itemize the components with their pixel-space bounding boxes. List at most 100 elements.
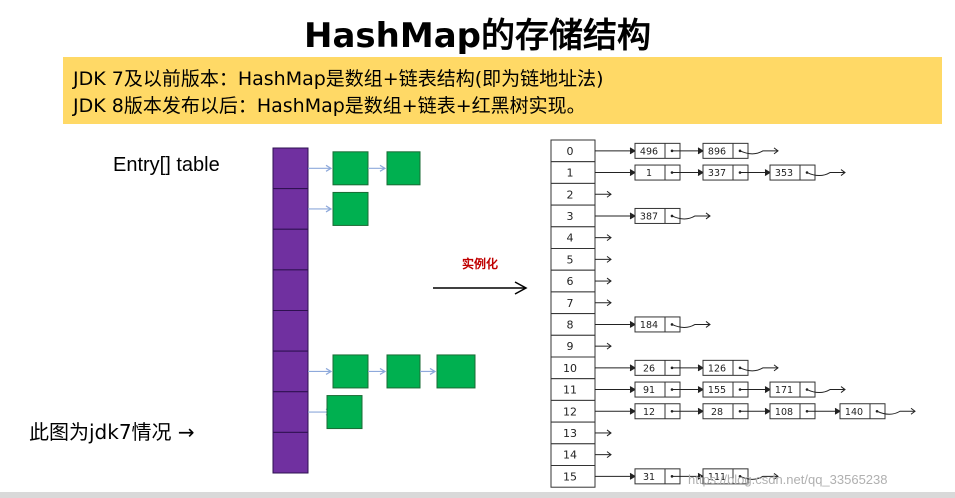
- arrow-head: [697, 169, 704, 176]
- null-pointer: [739, 150, 778, 155]
- entry-node: [332, 354, 369, 389]
- list-node: [634, 207, 681, 224]
- node-value: 126: [708, 363, 726, 374]
- list-node: [634, 316, 681, 333]
- node-value: 108: [775, 407, 793, 418]
- null-pointer: [806, 389, 845, 394]
- node-value: 26: [643, 363, 655, 374]
- arrow-head: [629, 212, 636, 220]
- index-label: 5: [567, 253, 574, 266]
- arrow-head: [606, 190, 612, 198]
- index-label: 12: [563, 405, 577, 418]
- array-slot: [272, 310, 309, 352]
- arrow-head: [705, 212, 711, 220]
- node-value: 91: [643, 385, 655, 396]
- arrow-head: [840, 386, 846, 393]
- arrow-head: [773, 472, 779, 480]
- arrow-head: [697, 147, 704, 155]
- jdk7-caption: 此图为jdk7情况 →: [29, 420, 195, 444]
- null-pointer: [806, 172, 845, 177]
- arrow-head: [629, 472, 636, 480]
- index-label: 9: [567, 340, 574, 353]
- arrow-head: [773, 147, 779, 155]
- arrow-head: [910, 407, 916, 415]
- list-node: [702, 468, 749, 485]
- arrow-head: [325, 164, 333, 172]
- arrow-head: [325, 205, 333, 213]
- page-title: HashMap的存储结构: [304, 16, 651, 56]
- node-value: 31: [643, 472, 655, 483]
- index-label: 13: [563, 427, 577, 440]
- arrow-head: [773, 364, 779, 372]
- arrow-head: [697, 386, 704, 393]
- arrow-head: [629, 147, 636, 155]
- node-value: 387: [640, 211, 658, 222]
- node-value: 12: [643, 407, 655, 418]
- node-value: 896: [708, 146, 726, 157]
- index-label: 8: [567, 318, 574, 331]
- node-value: 111: [708, 472, 726, 483]
- node-value: 184: [640, 320, 658, 331]
- node-value: 155: [708, 385, 726, 396]
- arrow-head: [379, 164, 387, 172]
- array-slot: [272, 431, 309, 474]
- index-label: 6: [567, 275, 574, 288]
- array-slot: [272, 147, 309, 190]
- arrow-head: [764, 386, 771, 393]
- null-pointer: [739, 475, 778, 480]
- arrow-head: [606, 234, 612, 242]
- null-pointer: [739, 367, 778, 372]
- list-node: [702, 142, 749, 159]
- list-node: [769, 381, 816, 398]
- index-label: 0: [567, 145, 574, 158]
- index-label: 11: [563, 384, 577, 397]
- footer-bar: [0, 492, 955, 498]
- instantiate-arrow-head: [514, 281, 528, 295]
- arrow-head: [629, 321, 636, 328]
- index-label: 15: [563, 470, 577, 483]
- node-value: 353: [775, 168, 793, 179]
- arrow-head: [606, 429, 612, 437]
- arrow-head: [764, 407, 771, 415]
- arrow-head: [379, 367, 387, 375]
- entry-node: [386, 354, 421, 389]
- arrow-head: [629, 169, 636, 176]
- node-value: 140: [845, 407, 863, 418]
- index-label: 1: [567, 167, 574, 180]
- list-node: [769, 164, 816, 181]
- array-slot: [272, 269, 309, 311]
- null-pointer: [671, 323, 710, 328]
- list-node: [702, 359, 749, 376]
- entry-node: [326, 395, 363, 430]
- arrow-head: [834, 407, 841, 415]
- arrow-head: [629, 386, 636, 393]
- instantiate-label: 实例化: [462, 257, 499, 271]
- entry-node: [386, 151, 421, 186]
- version-banner: JDK 7及以前版本：HashMap是数组+链表结构(即为链地址法) JDK 8…: [63, 57, 942, 124]
- null-pointer: [876, 410, 915, 415]
- entry-node: [436, 354, 476, 389]
- arrow-head: [697, 407, 704, 415]
- node-value: 171: [775, 385, 793, 396]
- entry-table-label: Entry[] table: [113, 154, 220, 176]
- arrow-head: [429, 367, 437, 375]
- arrow-head: [705, 321, 711, 328]
- arrow-head: [629, 407, 636, 415]
- index-label: 7: [567, 297, 574, 310]
- index-label: 3: [567, 210, 574, 223]
- node-value: 28: [711, 407, 723, 418]
- entry-node: [332, 151, 369, 186]
- arrow-head: [629, 364, 636, 372]
- arrow-head: [606, 277, 612, 285]
- arrow-head: [606, 342, 612, 350]
- null-pointer: [671, 215, 710, 220]
- node-value: 337: [708, 168, 726, 179]
- entry-node: [332, 191, 369, 226]
- arrow-head: [606, 255, 612, 263]
- node-value: 1: [646, 168, 652, 179]
- index-label: 14: [563, 449, 577, 462]
- banner-line-jdk8: JDK 8版本发布以后：HashMap是数组+链表+红黑树实现。: [73, 95, 586, 117]
- arrow-head: [606, 451, 612, 459]
